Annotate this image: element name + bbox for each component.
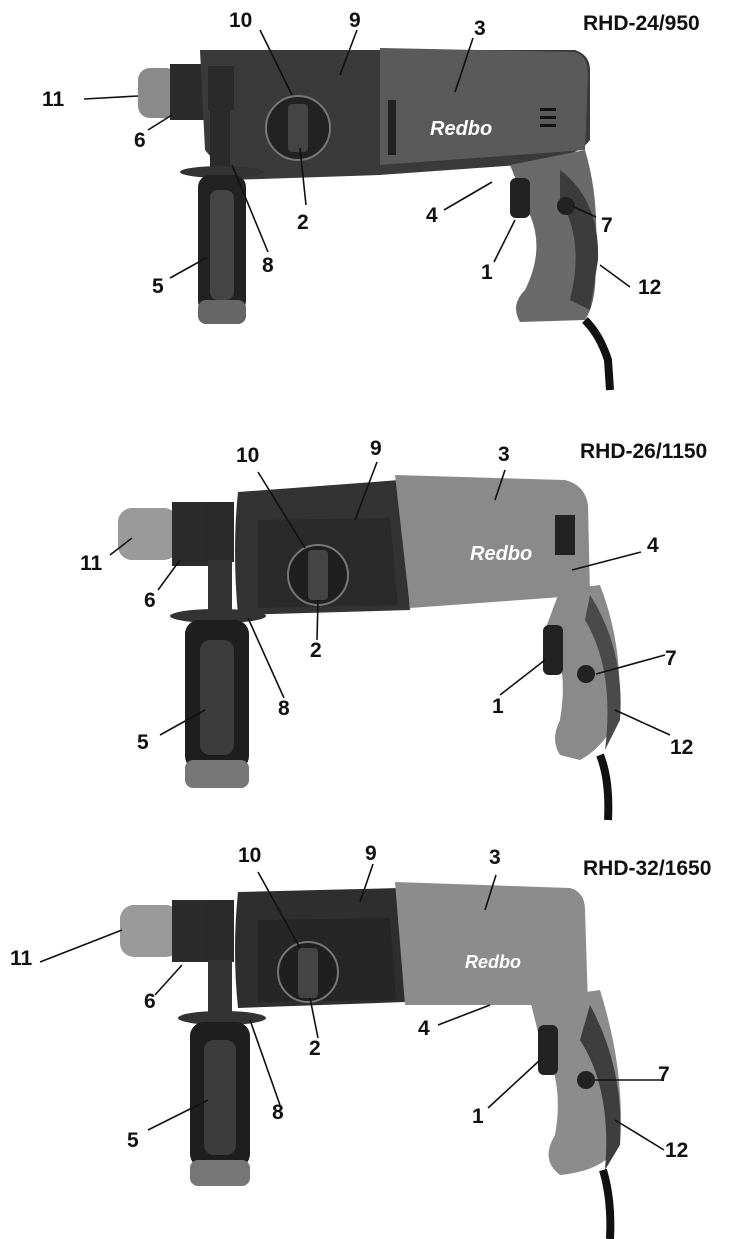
callout-12: 12 [665, 1139, 689, 1162]
callout-6: 6 [134, 129, 146, 152]
callout-9: 9 [370, 437, 382, 460]
callout-4: 4 [426, 204, 438, 227]
brand-logo: Redbo [465, 952, 521, 972]
callout-7: 7 [658, 1063, 670, 1086]
callout-3: 3 [474, 17, 486, 40]
callout-3: 3 [489, 846, 501, 869]
model-label: RHD-24/950 [583, 12, 700, 35]
drill-illustration: Redbo [109, 461, 671, 821]
drill-panel-rhd-26-1150: RHD-26/1150 Redbo [0, 420, 734, 821]
callout-9: 9 [349, 9, 361, 32]
callout-4: 4 [647, 534, 659, 557]
callout-7: 7 [601, 214, 613, 237]
callout-4: 4 [418, 1017, 430, 1040]
callout-8: 8 [272, 1101, 284, 1124]
brand-logo: Redbo [430, 118, 492, 140]
model-label: RHD-26/1150 [580, 440, 708, 463]
callout-8: 8 [262, 254, 274, 277]
callout-10: 10 [236, 444, 260, 467]
callout-5: 5 [152, 275, 164, 298]
drill-illustration: Redbo [83, 29, 631, 391]
callout-1: 1 [472, 1105, 484, 1128]
callout-11: 11 [10, 947, 33, 970]
callout-5: 5 [127, 1129, 139, 1152]
brand-logo: Redbo [470, 543, 532, 565]
callout-6: 6 [144, 990, 156, 1013]
callout-11: 11 [42, 88, 65, 111]
callout-12: 12 [670, 736, 694, 759]
callout-8: 8 [278, 697, 290, 720]
callout-1: 1 [481, 261, 493, 284]
drill-panel-rhd-24-950: RHD-24/950 Redbo [0, 0, 734, 400]
callout-7: 7 [665, 647, 677, 670]
callout-10: 10 [229, 9, 253, 32]
callout-9: 9 [365, 842, 377, 865]
drill-illustration: Redbo [39, 863, 665, 1239]
callout-11: 11 [80, 552, 103, 575]
callout-1: 1 [492, 695, 504, 718]
callout-6: 6 [144, 589, 156, 612]
drill-panel-rhd-32-1650: RHD-32/1650 Redbo [0, 840, 734, 1239]
callout-12: 12 [638, 276, 662, 299]
callout-3: 3 [498, 443, 510, 466]
callout-2: 2 [310, 639, 322, 662]
callout-2: 2 [309, 1037, 321, 1060]
model-label: RHD-32/1650 [583, 857, 712, 880]
callout-5: 5 [137, 731, 149, 754]
callout-10: 10 [238, 844, 262, 867]
callout-2: 2 [297, 211, 309, 234]
